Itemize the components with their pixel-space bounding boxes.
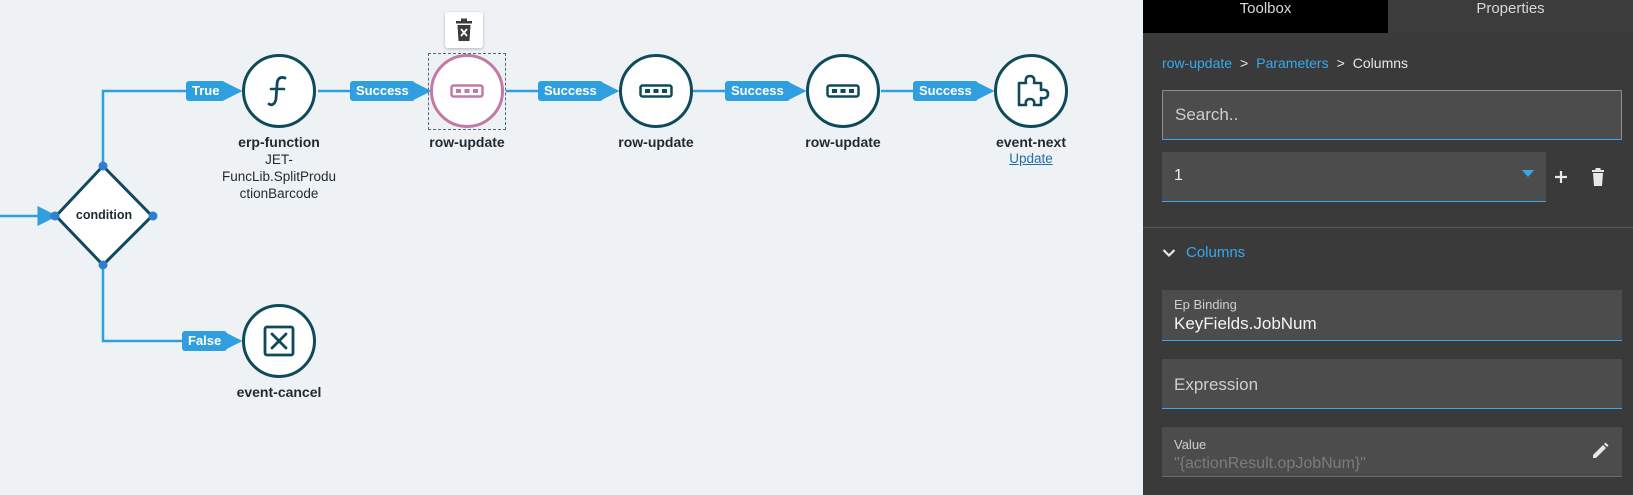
erp-function-detail-line-1: JET-: [265, 152, 293, 167]
false-label: False: [182, 331, 228, 351]
breadcrumb-item-parameters[interactable]: Parameters: [1256, 55, 1329, 71]
trash-icon: [456, 18, 472, 41]
ep-binding-field[interactable]: Ep Binding KeyFields.JobNum: [1162, 290, 1622, 341]
value-label: Value: [1174, 437, 1207, 452]
edit-value-button[interactable]: [1588, 439, 1612, 463]
ep-binding-value: KeyFields.JobNum: [1174, 314, 1317, 333]
properties-panel: Toolbox Properties row-update > Parameters…: [1143, 0, 1633, 495]
breadcrumb-separator: >: [1240, 55, 1249, 71]
tab-properties[interactable]: Properties: [1388, 0, 1633, 33]
event-cancel-node[interactable]: [242, 304, 316, 378]
success-label-4: Success: [913, 81, 978, 101]
columns-section-toggle[interactable]: Columns: [1162, 244, 1245, 261]
row-update-icon: [639, 84, 673, 98]
expression-label: Expression: [1174, 375, 1259, 394]
row-update-node-1[interactable]: [430, 54, 504, 128]
erp-function-detail-line-2: FuncLib.SplitProdu: [221, 169, 337, 184]
delete-node-button[interactable]: [445, 12, 483, 48]
success-label-1: Success: [350, 81, 415, 101]
condition-port-bottom: [98, 260, 108, 270]
condition-port-left: [50, 211, 60, 221]
delete-button[interactable]: [1586, 165, 1610, 189]
erp-function-node[interactable]: [242, 54, 316, 128]
plus-icon: [1555, 171, 1567, 183]
erp-function-detail-line-3: ctionBarcode: [239, 186, 319, 201]
columns-section-title: Columns: [1186, 244, 1246, 261]
add-button[interactable]: [1549, 165, 1573, 189]
ep-binding-label: Ep Binding: [1174, 297, 1237, 312]
value-field[interactable]: Value "{actionResult.opJobNum}": [1162, 427, 1622, 477]
row-update-name-1: row-update: [429, 134, 505, 150]
puzzle-icon: [1017, 74, 1050, 107]
column-index-select[interactable]: 1: [1162, 152, 1546, 202]
event-cancel-name: event-cancel: [236, 384, 322, 400]
flow-connections: [0, 81, 995, 351]
expression-field[interactable]: Expression: [1162, 359, 1622, 409]
event-next-update-link[interactable]: Update: [1009, 151, 1053, 166]
chevron-down-icon: [1162, 248, 1176, 257]
breadcrumb: row-update > Parameters > Columns: [1162, 55, 1408, 71]
row-update-icon: [826, 84, 860, 98]
breadcrumb-separator: >: [1336, 55, 1345, 71]
erp-function-name: erp-function: [238, 134, 320, 150]
panel-tabs: Toolbox Properties: [1143, 0, 1633, 33]
condition-port-right: [148, 211, 158, 221]
success-label-3: Success: [725, 81, 790, 101]
flow-canvas[interactable]: condition True False Success Success Suc…: [0, 0, 1143, 495]
row-update-name-2: row-update: [618, 134, 694, 150]
search-input[interactable]: [1163, 91, 1621, 139]
breadcrumb-item-columns: Columns: [1352, 55, 1409, 71]
trash-icon: [1592, 168, 1604, 186]
condition-node-label[interactable]: condition: [75, 208, 133, 222]
connector-false: [101, 265, 243, 351]
row-update-node-3[interactable]: [806, 54, 880, 128]
event-next-node[interactable]: [994, 54, 1068, 128]
breadcrumb-item-row-update[interactable]: row-update: [1162, 55, 1233, 71]
section-divider: [1143, 227, 1633, 228]
condition-port-top: [98, 161, 108, 171]
true-label: True: [186, 81, 226, 101]
caret-down-icon: [1522, 170, 1534, 177]
pencil-icon: [1593, 442, 1609, 458]
column-index-value: 1: [1174, 167, 1183, 184]
row-update-name-3: row-update: [805, 134, 881, 150]
cancel-box-icon: [263, 325, 295, 357]
value-text: "{actionResult.opJobNum}": [1174, 455, 1366, 472]
search-field: [1162, 90, 1622, 140]
success-label-2: Success: [538, 81, 603, 101]
selection-box: [428, 53, 506, 130]
tab-toolbox[interactable]: Toolbox: [1143, 0, 1388, 33]
row-update-node-2[interactable]: [619, 54, 693, 128]
event-next-name: event-next: [995, 134, 1067, 150]
function-icon: [267, 76, 287, 107]
row-update-icon: [450, 84, 484, 98]
